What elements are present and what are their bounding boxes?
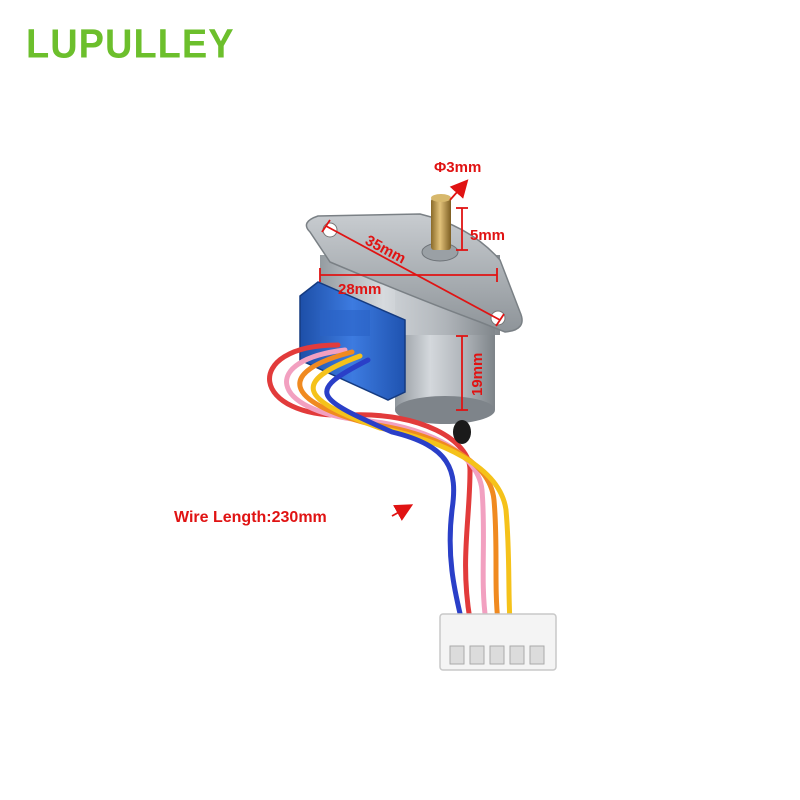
wire-length-arrow — [391, 504, 414, 521]
mount-span-line — [325, 225, 501, 321]
shaft-length-label: 5mm — [470, 227, 505, 244]
body-diameter-label: 28mm — [338, 281, 381, 298]
brand-logo: LUPULLEY — [26, 22, 235, 68]
wire-bundle — [267, 342, 513, 625]
body-height-label: 19mm — [469, 353, 486, 396]
shaft-diameter-label: Φ3mm — [434, 159, 481, 176]
dimension-annotations — [319, 179, 505, 521]
wire-length-label: Wire Length:230mm — [174, 509, 327, 526]
motor-shaft — [431, 194, 451, 250]
shaft-diameter-arrow — [449, 179, 469, 201]
jst-connector — [439, 613, 557, 671]
